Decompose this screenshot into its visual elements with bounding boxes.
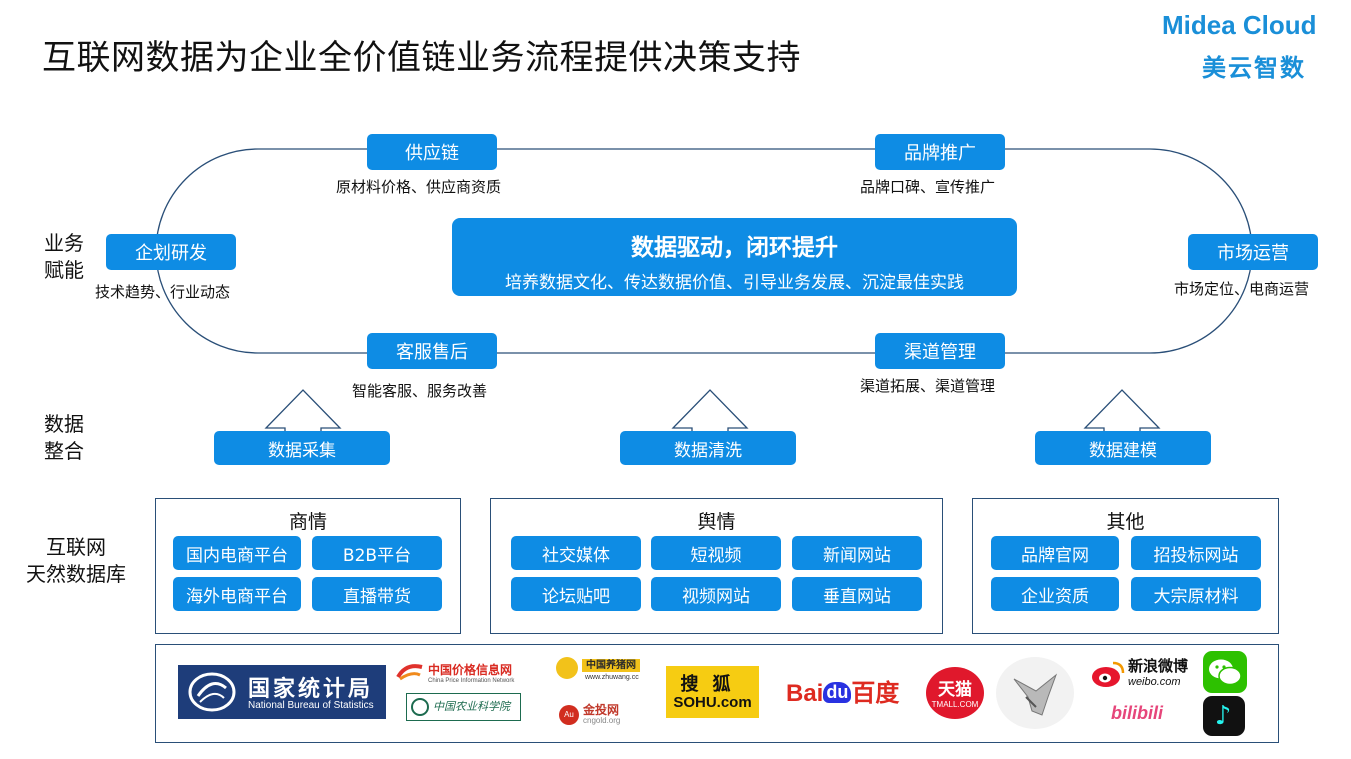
- node-market-operation-desc: 市场定位、电商运营: [1174, 280, 1310, 298]
- midea-cloud-logo: Midea Cloud 美云智数: [1162, 8, 1344, 82]
- label-line: 数据: [44, 412, 84, 436]
- academy-emblem-icon: [411, 698, 429, 716]
- node-market-operation[interactable]: 市场运营: [1188, 234, 1318, 270]
- group-business-info: 商情 国内电商平台 B2B平台 海外电商平台 直播带货: [155, 498, 461, 634]
- wechat-bubbles-icon: [1209, 659, 1242, 686]
- zhuwang-logo: 中国养猪网 www.zhuwang.cc: [552, 657, 647, 687]
- logo-en-text: Midea Cloud: [1162, 10, 1317, 40]
- group-title: 其他: [1106, 511, 1145, 533]
- baidu-cn: 百度: [851, 680, 900, 707]
- sohu-en: SOHU.com: [673, 694, 752, 711]
- group-title: 商情: [288, 511, 327, 533]
- stats-bureau-cn: 国家统计局: [248, 677, 374, 702]
- node-planning-rnd-desc: 技术趋势、行业动态: [95, 283, 231, 301]
- stats-emblem-icon: [188, 672, 236, 712]
- chip-brand-website[interactable]: 品牌官网: [991, 536, 1119, 570]
- chip-social-media[interactable]: 社交媒体: [511, 536, 641, 570]
- node-planning-rnd[interactable]: 企划研发: [106, 234, 236, 270]
- wechat-logo: [1203, 651, 1247, 693]
- node-supply-chain-desc: 原材料价格、供应商资质: [336, 178, 502, 196]
- pig-icon: [556, 657, 578, 679]
- stats-bureau-en: National Bureau of Statistics: [248, 700, 374, 711]
- price-info-en: China Price Information Network: [428, 678, 515, 684]
- chip-b2b-platform[interactable]: B2B平台: [312, 536, 442, 570]
- node-brand-promotion-desc: 品牌口碑、宣传推广: [860, 178, 996, 196]
- chip-domestic-ecommerce[interactable]: 国内电商平台: [173, 536, 301, 570]
- jd-dog-logo: [996, 657, 1074, 729]
- up-arrow-model: [1083, 389, 1161, 432]
- gold-badge-icon: Au: [559, 705, 579, 725]
- chip-overseas-ecommerce[interactable]: 海外电商平台: [173, 577, 301, 611]
- price-info-icon: [396, 664, 423, 681]
- sohu-cn: 搜狐: [680, 674, 745, 695]
- chip-short-video[interactable]: 短视频: [651, 536, 781, 570]
- node-channel-management[interactable]: 渠道管理: [875, 333, 1005, 369]
- data-source-logos: 国家统计局 National Bureau of Statistics 中国价格…: [155, 644, 1279, 743]
- agri-academy-cn: 中国农业科学院: [433, 700, 510, 713]
- cngold-cn: 金投网: [583, 703, 620, 717]
- group-public-opinion: 舆情 社交媒体 短视频 新闻网站 论坛贴吧 视频网站 垂直网站: [490, 498, 943, 634]
- weibo-logo: 新浪微博 weibo.com: [1091, 655, 1188, 688]
- center-data-driven-box: 数据驱动，闭环提升 培养数据文化、传达数据价值、引导业务发展、沉淀最佳实践: [452, 218, 1017, 296]
- weibo-eye-icon: [1092, 661, 1125, 687]
- baidu-paw-icon: du: [823, 682, 852, 703]
- node-customer-service-desc: 智能客服、服务改善: [352, 382, 488, 400]
- center-title: 数据驱动，闭环提升: [631, 235, 838, 261]
- loop-outline: [155, 148, 1253, 354]
- chip-video-site[interactable]: 视频网站: [651, 577, 781, 611]
- zhuwang-cn: 中国养猪网: [582, 659, 640, 672]
- chip-news-site[interactable]: 新闻网站: [792, 536, 922, 570]
- agri-academy-logo: 中国农业科学院: [406, 693, 521, 721]
- node-brand-promotion[interactable]: 品牌推广: [875, 134, 1005, 170]
- chip-bidding-site[interactable]: 招投标网站: [1131, 536, 1261, 570]
- weibo-cn: 新浪微博: [1128, 657, 1189, 675]
- group-title: 舆情: [697, 511, 736, 533]
- node-channel-management-desc: 渠道拓展、渠道管理: [860, 377, 996, 395]
- group-others: 其他 品牌官网 招投标网站 企业资质 大宗原材料: [972, 498, 1279, 634]
- node-supply-chain[interactable]: 供应链: [367, 134, 497, 170]
- baidu-en: Bai: [786, 680, 824, 707]
- tiktok-note-icon: ♪: [1214, 701, 1232, 731]
- tmall-cn: 天猫: [938, 680, 972, 700]
- chip-live-streaming[interactable]: 直播带货: [312, 577, 442, 611]
- chip-company-qualification[interactable]: 企业资质: [991, 577, 1119, 611]
- stats-bureau-logo: 国家统计局 National Bureau of Statistics: [178, 665, 386, 719]
- price-info-cn: 中国价格信息网: [428, 663, 513, 677]
- up-arrow-clean: [671, 389, 749, 432]
- label-line: 整合: [44, 439, 84, 463]
- chip-vertical-site[interactable]: 垂直网站: [792, 577, 922, 611]
- label-line: 业务: [44, 231, 84, 255]
- tmall-en: TMALL.COM: [931, 700, 979, 709]
- center-subtitle: 培养数据文化、传达数据价值、引导业务发展、沉淀最佳实践: [505, 273, 964, 293]
- label-natural-database: 互联网 天然数据库: [18, 534, 134, 588]
- label-line: 赋能: [44, 258, 84, 282]
- weibo-en: weibo.com: [1128, 676, 1181, 688]
- up-arrow-collect: [264, 389, 342, 432]
- label-data-integration: 数据 整合: [44, 411, 84, 465]
- logo-cn-text: 美云智数: [1202, 54, 1306, 82]
- cngold-en: cngold.org: [583, 716, 621, 725]
- chip-forum[interactable]: 论坛贴吧: [511, 577, 641, 611]
- zhuwang-en: www.zhuwang.cc: [585, 674, 639, 681]
- node-customer-service[interactable]: 客服售后: [367, 333, 497, 369]
- page-title: 互联网数据为企业全价值链业务流程提供决策支持: [42, 38, 801, 78]
- bilibili-logo: bilibili: [1111, 703, 1163, 723]
- cngold-logo: Au 金投网 cngold.org: [559, 697, 639, 731]
- step-data-modeling[interactable]: 数据建模: [1035, 431, 1211, 465]
- tmall-logo: 天猫 TMALL.COM: [926, 667, 984, 719]
- label-business-enable: 业务 赋能: [44, 230, 84, 284]
- sohu-logo: 搜狐 SOHU.com: [666, 666, 759, 718]
- label-line: 天然数据库: [26, 562, 126, 586]
- chip-bulk-materials[interactable]: 大宗原材料: [1131, 577, 1261, 611]
- step-data-collection[interactable]: 数据采集: [214, 431, 390, 465]
- tiktok-logo: ♪: [1203, 696, 1245, 736]
- jd-dog-icon: [1013, 673, 1058, 716]
- step-data-cleaning[interactable]: 数据清洗: [620, 431, 796, 465]
- label-line: 互联网: [46, 535, 106, 559]
